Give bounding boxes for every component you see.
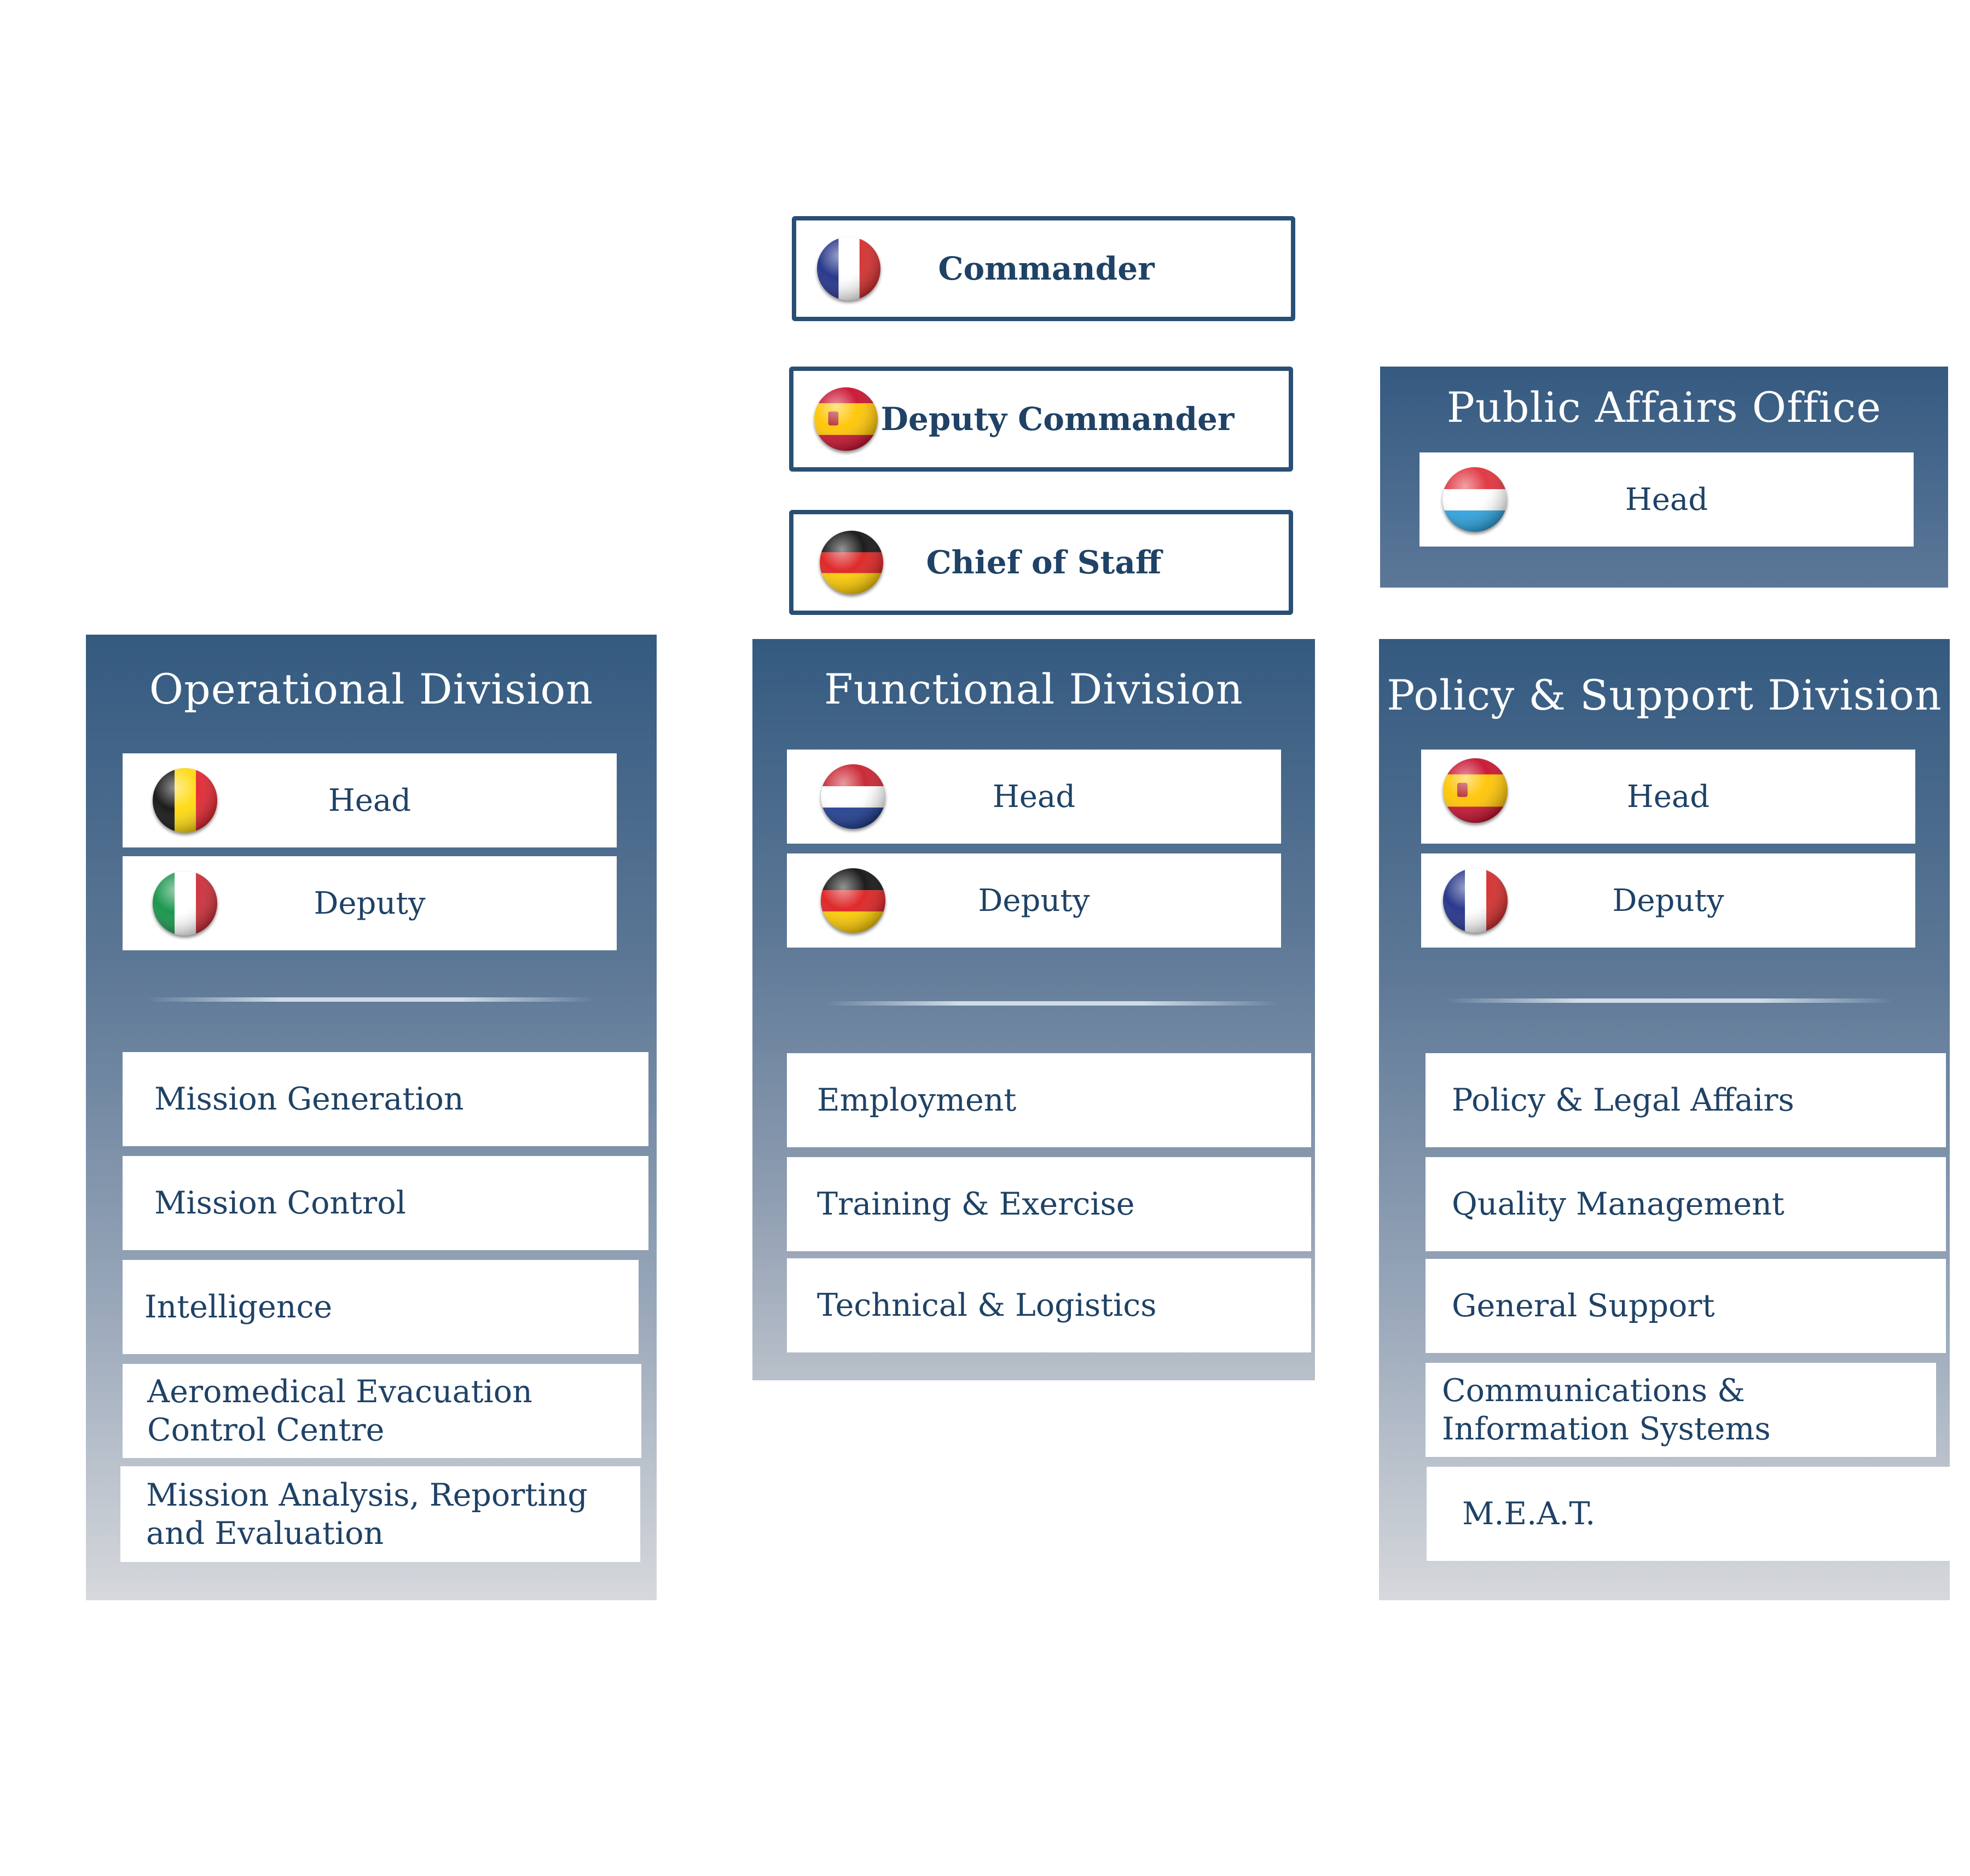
unit-row: Mission Generation bbox=[123, 1052, 648, 1146]
operational-head-row: Head bbox=[123, 753, 617, 847]
functional-divider bbox=[824, 1001, 1278, 1006]
belgium-flag-icon bbox=[153, 768, 217, 833]
functional-head-label: Head bbox=[992, 779, 1076, 815]
functional-deputy-label: Deputy bbox=[978, 882, 1090, 919]
unit-row: Employment bbox=[787, 1053, 1311, 1147]
policy-head-row: Head bbox=[1421, 750, 1915, 844]
policy-deputy-row: Deputy bbox=[1421, 853, 1915, 948]
policy-deputy-label: Deputy bbox=[1612, 882, 1724, 919]
functional-head-row: Head bbox=[787, 750, 1281, 844]
luxembourg-flag-icon bbox=[1442, 467, 1507, 532]
policy-support-division-title: Policy & Support Division bbox=[1387, 671, 1942, 719]
functional-division-panel: Functional Division Head Deputy Employme… bbox=[752, 639, 1315, 1380]
functional-division-title: Functional Division bbox=[824, 665, 1243, 713]
unit-label: Mission Generation bbox=[154, 1081, 464, 1117]
unit-label-line-1: Communications & bbox=[1442, 1373, 1745, 1409]
spain-flag-icon bbox=[1443, 758, 1508, 823]
operational-head-label: Head bbox=[328, 782, 412, 818]
unit-row: Policy & Legal Affairs bbox=[1426, 1053, 1946, 1147]
operational-divider bbox=[146, 997, 595, 1002]
unit-label-line-1: Aeromedical Evacuation bbox=[147, 1374, 532, 1410]
public-affairs-title: Public Affairs Office bbox=[1446, 383, 1882, 432]
commander-label: Commander bbox=[938, 250, 1155, 287]
netherlands-flag-icon bbox=[821, 764, 885, 829]
germany-flag-icon bbox=[820, 531, 883, 594]
unit-row: Aeromedical Evacuation Control Centre bbox=[123, 1364, 641, 1458]
unit-label-line-1: Mission Analysis, Reporting bbox=[146, 1477, 588, 1513]
public-affairs-head-label: Head bbox=[1625, 481, 1708, 518]
functional-deputy-row: Deputy bbox=[787, 853, 1281, 948]
unit-row: General Support bbox=[1426, 1259, 1946, 1353]
chief-of-staff-label: Chief of Staff bbox=[926, 544, 1162, 581]
operational-division-panel: Operational Division Head Deputy Mission… bbox=[86, 635, 657, 1600]
unit-label: Training & Exercise bbox=[817, 1186, 1135, 1222]
unit-label: General Support bbox=[1452, 1288, 1715, 1324]
deputy-commander-box: Deputy Commander bbox=[789, 367, 1293, 472]
unit-label: Mission Control bbox=[154, 1185, 406, 1221]
chief-of-staff-box: Chief of Staff bbox=[789, 510, 1293, 615]
unit-label-line-2: Control Centre bbox=[147, 1412, 385, 1448]
unit-label-line-2: Information Systems bbox=[1442, 1411, 1771, 1447]
italy-flag-icon bbox=[153, 871, 217, 936]
unit-label: Technical & Logistics bbox=[817, 1287, 1157, 1323]
unit-label-line-2: and Evaluation bbox=[146, 1515, 384, 1552]
unit-label: M.E.A.T. bbox=[1462, 1496, 1596, 1532]
france-flag-icon bbox=[817, 237, 880, 300]
commander-box: Commander bbox=[792, 216, 1295, 321]
unit-row: M.E.A.T. bbox=[1427, 1467, 1956, 1561]
unit-row: Intelligence bbox=[123, 1260, 639, 1354]
unit-label: Quality Management bbox=[1452, 1186, 1784, 1222]
unit-label: Intelligence bbox=[144, 1289, 333, 1325]
policy-support-division-panel: Policy & Support Division Head Deputy Po… bbox=[1379, 639, 1956, 1600]
unit-row: Technical & Logistics bbox=[787, 1258, 1311, 1352]
unit-row: Mission Analysis, Reporting and Evaluati… bbox=[120, 1466, 640, 1562]
operational-deputy-label: Deputy bbox=[314, 885, 426, 921]
unit-label: Employment bbox=[817, 1082, 1017, 1118]
policy-head-label: Head bbox=[1626, 779, 1710, 815]
unit-row: Mission Control bbox=[123, 1156, 648, 1250]
unit-label: Policy & Legal Affairs bbox=[1452, 1082, 1794, 1118]
operational-deputy-row: Deputy bbox=[123, 856, 617, 950]
public-affairs-panel: Public Affairs Office Head bbox=[1380, 367, 1948, 588]
unit-row: Communications & Information Systems bbox=[1426, 1363, 1936, 1457]
france-flag-icon bbox=[1443, 868, 1508, 933]
unit-row: Training & Exercise bbox=[787, 1157, 1311, 1251]
spain-flag-icon bbox=[814, 387, 878, 451]
germany-flag-icon bbox=[821, 868, 885, 933]
operational-division-title: Operational Division bbox=[149, 665, 594, 713]
deputy-commander-label: Deputy Commander bbox=[880, 400, 1235, 438]
policy-divider bbox=[1445, 998, 1893, 1003]
public-affairs-head-row: Head bbox=[1419, 452, 1914, 547]
unit-row: Quality Management bbox=[1426, 1157, 1946, 1251]
